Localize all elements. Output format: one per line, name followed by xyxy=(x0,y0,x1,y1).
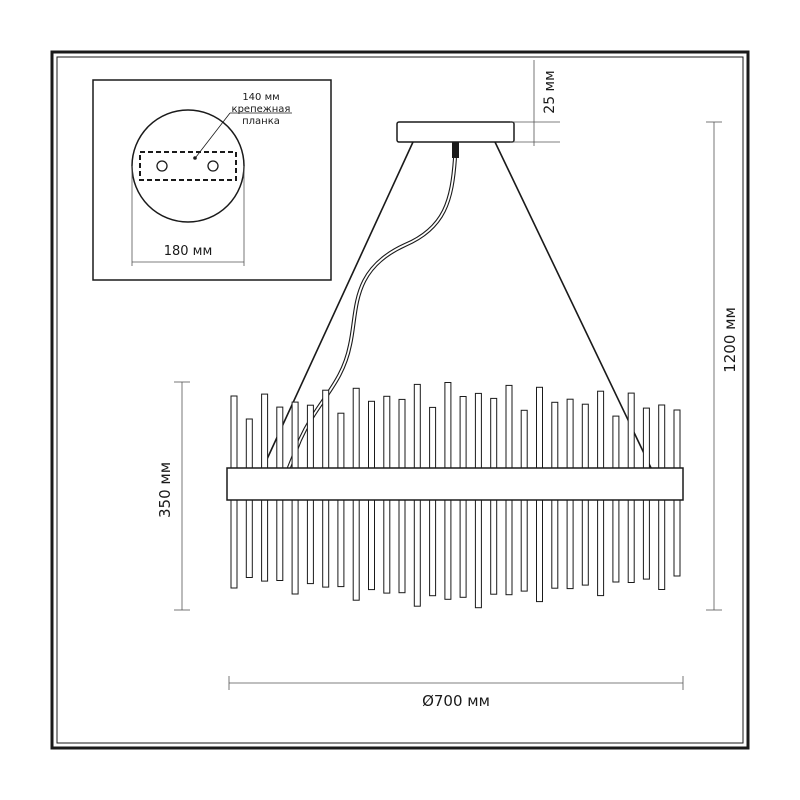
shade-height-label: 350 мм xyxy=(156,462,174,518)
outer-frame xyxy=(50,50,750,750)
inner-frame xyxy=(56,56,744,744)
mount-plate-name-line2: планка xyxy=(242,116,280,127)
center-point xyxy=(193,156,197,160)
mount-plate-name-line1: крепежная xyxy=(232,104,291,115)
canopy-body xyxy=(396,121,515,143)
canopy-height-label: 25 мм xyxy=(542,70,558,113)
mount-hole-left xyxy=(156,160,168,172)
diameter-dimension: Ø700 мм xyxy=(228,676,684,710)
inset-frame xyxy=(92,79,332,281)
suspension-cable-left xyxy=(261,141,414,471)
canopy-diameter-label: 180 мм xyxy=(164,244,213,259)
canopy-side-view: 25 мм xyxy=(396,60,560,158)
shade-height-dimension: 350 мм xyxy=(156,381,190,611)
canopy-top-view-inset: 140 мм крепежная планка 180 мм xyxy=(92,79,332,281)
mounting-plate xyxy=(139,151,237,181)
diameter-label: Ø700 мм xyxy=(422,692,490,710)
cable-connector xyxy=(452,142,459,158)
suspension xyxy=(261,141,653,471)
crystal-rod xyxy=(429,406,437,597)
mount-plate-width-label: 140 мм xyxy=(242,92,279,103)
suspension-cable-right xyxy=(494,141,653,471)
plate-leader-line xyxy=(195,112,231,158)
ring-band xyxy=(226,467,684,501)
total-height-dimension: 1200 мм xyxy=(706,121,739,611)
canopy-circle xyxy=(131,109,245,223)
mount-hole-right xyxy=(207,160,219,172)
total-height-label: 1200 мм xyxy=(721,307,739,373)
